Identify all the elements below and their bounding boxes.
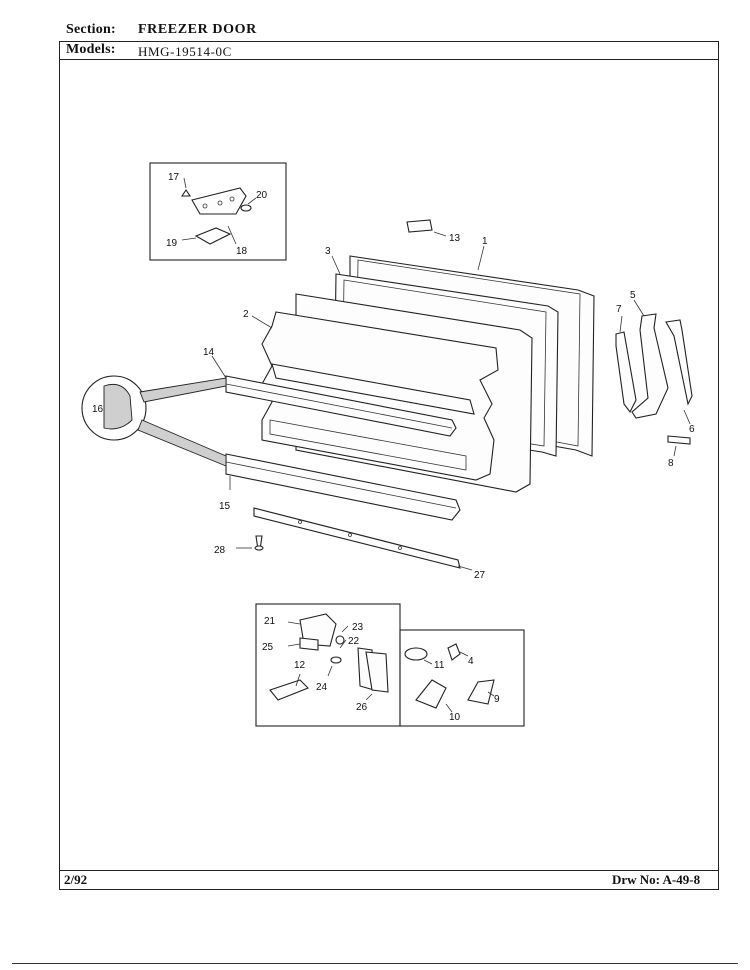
callout-1: 1 (482, 236, 488, 247)
callout-27: 27 (474, 570, 486, 581)
section-title: FREEZER DOOR (138, 22, 257, 37)
callout-25: 25 (262, 642, 274, 653)
callout-11: 11 (434, 660, 445, 671)
part-13-plate (406, 219, 447, 237)
callout-10: 10 (449, 712, 461, 723)
callout-14: 14 (203, 347, 215, 358)
callout-26: 26 (356, 702, 368, 713)
footer-date: 2/92 (64, 872, 88, 887)
models-label: Models: (66, 42, 116, 57)
footer-divider (59, 870, 719, 871)
inset-hinge-bottom (255, 603, 401, 727)
shelf-bar-15 (225, 453, 461, 521)
callout-16: 16 (92, 404, 104, 415)
detail-16-bracket (81, 375, 227, 467)
callout-13: 13 (449, 233, 461, 244)
callout-4: 4 (468, 656, 474, 667)
inset-hinge-top (149, 162, 287, 261)
callout-22: 22 (348, 636, 360, 647)
section-label: Section: (66, 22, 116, 37)
callout-3: 3 (325, 246, 331, 257)
callout-28: 28 (214, 545, 226, 556)
callout-5: 5 (630, 290, 636, 301)
callout-21: 21 (264, 616, 276, 627)
callout-19: 19 (166, 238, 178, 249)
callout-18: 18 (236, 246, 248, 257)
header-divider (59, 59, 719, 60)
bottom-strip-27 (253, 507, 473, 571)
door-inner-liner (251, 293, 533, 493)
drawing-number: Drw No: A-49-8 (612, 872, 701, 887)
callout-17: 17 (168, 172, 180, 183)
shelf-bar-14 (211, 355, 457, 437)
callout-7: 7 (616, 304, 622, 315)
inset-caps (399, 629, 525, 727)
callout-6: 6 (689, 424, 695, 435)
callout-12: 12 (294, 660, 306, 671)
callout-23: 23 (352, 622, 364, 633)
handle-assembly (615, 299, 693, 457)
callout-9: 9 (494, 694, 500, 705)
drawing-frame (59, 41, 719, 890)
callout-2: 2 (243, 309, 249, 320)
callout-20: 20 (256, 190, 268, 201)
screw-28 (236, 535, 264, 551)
callout-24: 24 (316, 682, 328, 693)
page-bottom-rule (12, 963, 738, 964)
model-number: HMG-19514-0C (138, 44, 232, 59)
callout-15: 15 (219, 501, 231, 512)
callout-8: 8 (668, 458, 674, 469)
